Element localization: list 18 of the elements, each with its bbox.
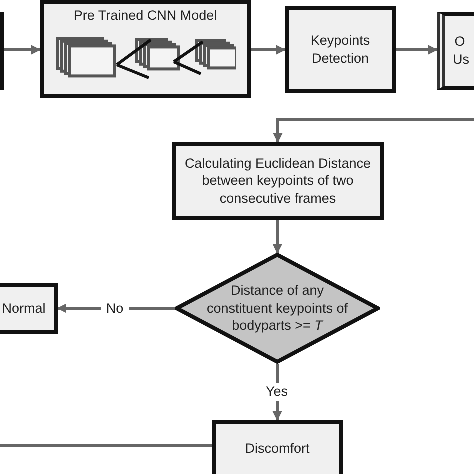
box-label: Pre Trained CNN Model (74, 7, 218, 25)
arrow (273, 118, 474, 143)
box-label: Calculating Euclidean Distance between keypoints of two consecutive frames (184, 154, 372, 208)
arrow (4, 45, 41, 55)
box-label: O Us (453, 33, 467, 69)
process-box (40, 0, 251, 98)
box-label: Normal (2, 300, 46, 318)
process-box (285, 6, 396, 93)
decision-diamond (175, 253, 380, 364)
box-label: Discomfort (245, 440, 310, 458)
decision-text: Distance of any constituent keypoints of bodyparts >= T (206, 282, 350, 335)
arrow (251, 45, 286, 55)
process-box (0, 283, 58, 334)
box-label: Keypoints Detection (310, 32, 372, 68)
process-box (172, 142, 384, 220)
arrow (396, 45, 438, 55)
arrow (272, 220, 282, 254)
process-box (212, 420, 343, 474)
